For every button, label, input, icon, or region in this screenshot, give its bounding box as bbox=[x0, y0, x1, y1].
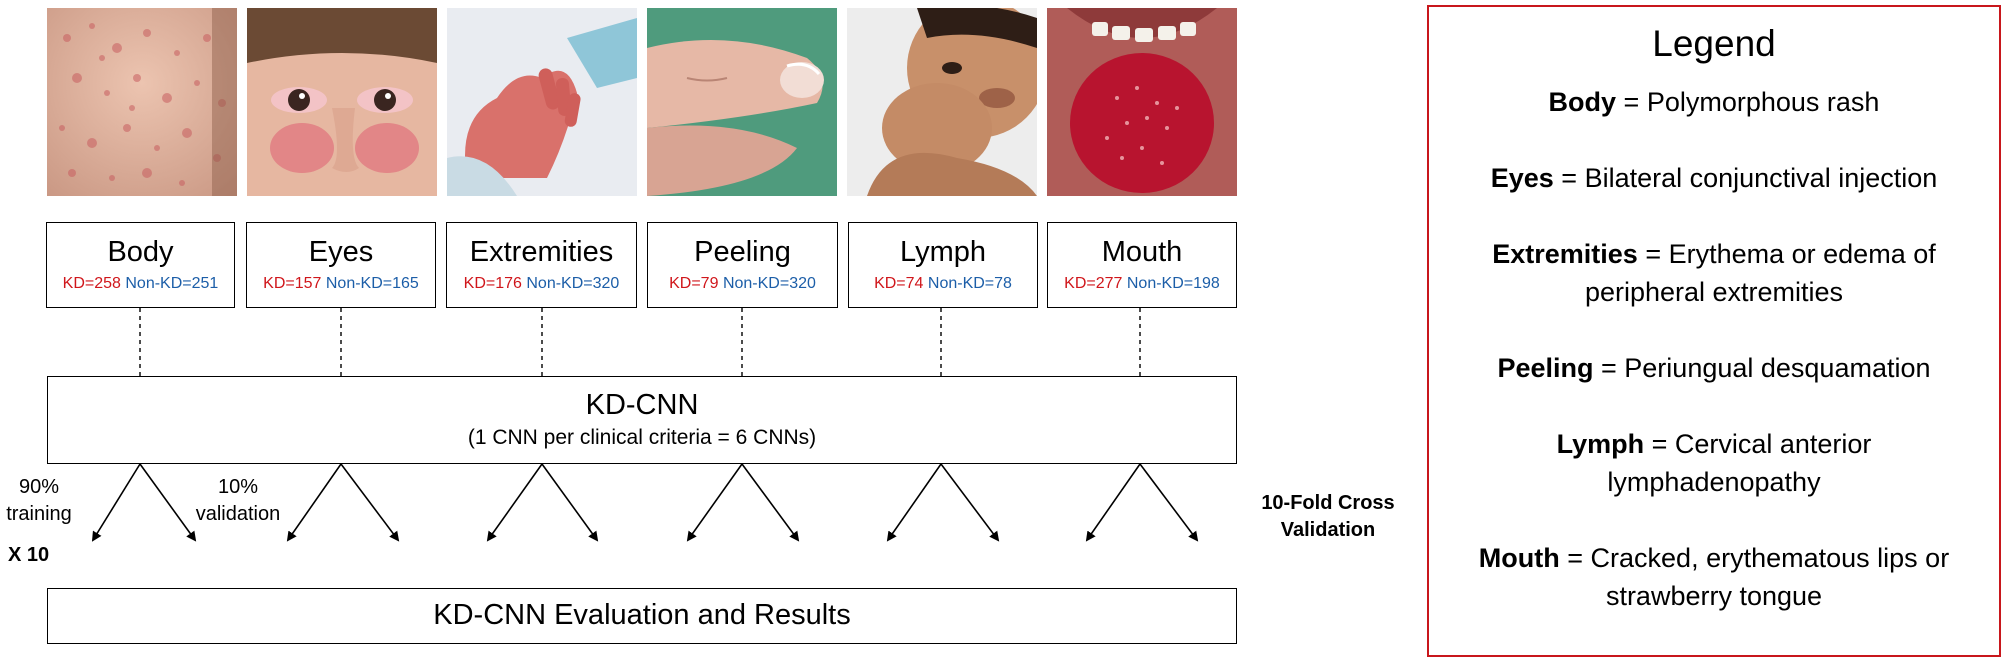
rash-skin-photo bbox=[47, 8, 237, 196]
criteria-name: Extremities bbox=[469, 236, 614, 268]
kdcnn-title: KD-CNN bbox=[585, 389, 699, 421]
nonkd-count: Non-KD=320 bbox=[722, 275, 816, 292]
criteria-box-mouth: Mouth KD=277 Non-KD=198 bbox=[1047, 222, 1237, 308]
training-arrow bbox=[286, 463, 342, 542]
peeling-finger-photo bbox=[647, 8, 837, 196]
legend-term: Peeling bbox=[1497, 353, 1594, 383]
legend-entry-mouth: Mouth = Cracked, erythematous lips or st… bbox=[1459, 539, 1969, 615]
training-arrow bbox=[91, 463, 141, 542]
strawberry-tongue-photo bbox=[1047, 8, 1237, 196]
training-arrow bbox=[686, 463, 743, 542]
training-label: 90% training bbox=[0, 474, 78, 528]
validation-arrow bbox=[940, 463, 1000, 542]
legend-term: Body bbox=[1548, 87, 1617, 117]
cross-validation-line2: Validation bbox=[1280, 519, 1376, 541]
legend-entry-extremities: Extremities = Erythema or edema of perip… bbox=[1469, 235, 1959, 311]
evaluation-box: KD-CNN Evaluation and Results bbox=[47, 588, 1237, 644]
validation-text: validation bbox=[195, 503, 281, 525]
legend-definition: = Cervical anterior lymphadenopathy bbox=[1607, 429, 1872, 497]
evaluation-label: KD-CNN Evaluation and Results bbox=[433, 599, 851, 631]
kd-count: KD=157 bbox=[263, 275, 322, 292]
criteria-box-peeling: Peeling KD=79 Non-KD=320 bbox=[647, 222, 838, 308]
criteria-counts: KD=157 Non-KD=165 bbox=[247, 275, 435, 293]
training-percent: 90% bbox=[18, 476, 60, 498]
kd-count: KD=258 bbox=[62, 275, 121, 292]
legend-term: Mouth bbox=[1478, 543, 1560, 573]
validation-arrow bbox=[340, 463, 400, 542]
criteria-box-eyes: Eyes KD=157 Non-KD=165 bbox=[246, 222, 436, 308]
nonkd-count: Non-KD=198 bbox=[1126, 275, 1220, 292]
criteria-counts: KD=277 Non-KD=198 bbox=[1048, 275, 1236, 293]
legend-entry-lymph: Lymph = Cervical anterior lymphadenopath… bbox=[1539, 425, 1889, 501]
criteria-counts: KD=176 Non-KD=320 bbox=[447, 275, 636, 293]
legend-entry-body: Body = Polymorphous rash bbox=[1453, 83, 1975, 121]
validation-arrow bbox=[1139, 463, 1199, 542]
validation-percent: 10% bbox=[217, 476, 259, 498]
criteria-name: Eyes bbox=[308, 236, 374, 268]
cross-validation-line1: 10-Fold Cross bbox=[1261, 492, 1395, 514]
legend-definition: = Polymorphous rash bbox=[1616, 87, 1880, 117]
legend-panel: Legend Body = Polymorphous rash Eyes = B… bbox=[1427, 5, 2001, 657]
criteria-box-body: Body KD=258 Non-KD=251 bbox=[46, 222, 235, 308]
red-eyes-child-photo bbox=[247, 8, 437, 196]
nonkd-count: Non-KD=320 bbox=[526, 275, 620, 292]
nonkd-count: Non-KD=251 bbox=[125, 275, 219, 292]
validation-arrow bbox=[741, 463, 800, 542]
criteria-counts: KD=74 Non-KD=78 bbox=[849, 275, 1037, 293]
criteria-name: Body bbox=[107, 236, 174, 268]
training-arrow bbox=[1085, 463, 1141, 542]
legend-entry-peeling: Peeling = Periungual desquamation bbox=[1453, 349, 1975, 387]
criteria-name: Peeling bbox=[694, 236, 791, 268]
legend-term: Extremities bbox=[1492, 239, 1638, 269]
training-text: training bbox=[6, 503, 72, 525]
red-hand-photo bbox=[447, 8, 637, 196]
legend-entry-eyes: Eyes = Bilateral conjunctival injection bbox=[1453, 159, 1975, 197]
training-arrow bbox=[486, 463, 543, 542]
repeat-label: X 10 bbox=[8, 544, 50, 566]
criteria-box-lymph: Lymph KD=74 Non-KD=78 bbox=[848, 222, 1038, 308]
kd-count: KD=277 bbox=[1064, 275, 1123, 292]
legend-definition: = Periungual desquamation bbox=[1593, 353, 1931, 383]
criteria-name: Lymph bbox=[900, 236, 986, 268]
legend-definition: = Erythema or edema of peripheral extrem… bbox=[1584, 239, 1936, 307]
legend-term: Lymph bbox=[1556, 429, 1645, 459]
criteria-counts: KD=258 Non-KD=251 bbox=[47, 275, 234, 293]
training-arrow bbox=[886, 463, 942, 542]
cross-validation-label: 10-Fold Cross Validation bbox=[1246, 490, 1410, 544]
legend-term: Eyes bbox=[1490, 163, 1554, 193]
kdcnn-subtitle: (1 CNN per clinical criteria = 6 CNNs) bbox=[467, 426, 817, 449]
legend-definition: = Cracked, erythematous lips or strawber… bbox=[1559, 543, 1950, 611]
nonkd-count: Non-KD=78 bbox=[927, 275, 1012, 292]
kd-count: KD=176 bbox=[463, 275, 522, 292]
criteria-name: Mouth bbox=[1101, 236, 1183, 268]
kd-count: KD=74 bbox=[874, 275, 924, 292]
swollen-neck-baby-photo bbox=[847, 8, 1037, 196]
legend-definition: = Bilateral conjunctival injection bbox=[1553, 163, 1938, 193]
criteria-counts: KD=79 Non-KD=320 bbox=[648, 275, 837, 293]
validation-label: 10% validation bbox=[186, 474, 290, 528]
nonkd-count: Non-KD=165 bbox=[325, 275, 419, 292]
kdcnn-box: KD-CNN (1 CNN per clinical criteria = 6 … bbox=[47, 376, 1237, 464]
legend-title: Legend bbox=[1652, 23, 1776, 64]
criteria-box-extremities: Extremities KD=176 Non-KD=320 bbox=[446, 222, 637, 308]
validation-arrow bbox=[541, 463, 599, 542]
kd-count: KD=79 bbox=[669, 275, 719, 292]
